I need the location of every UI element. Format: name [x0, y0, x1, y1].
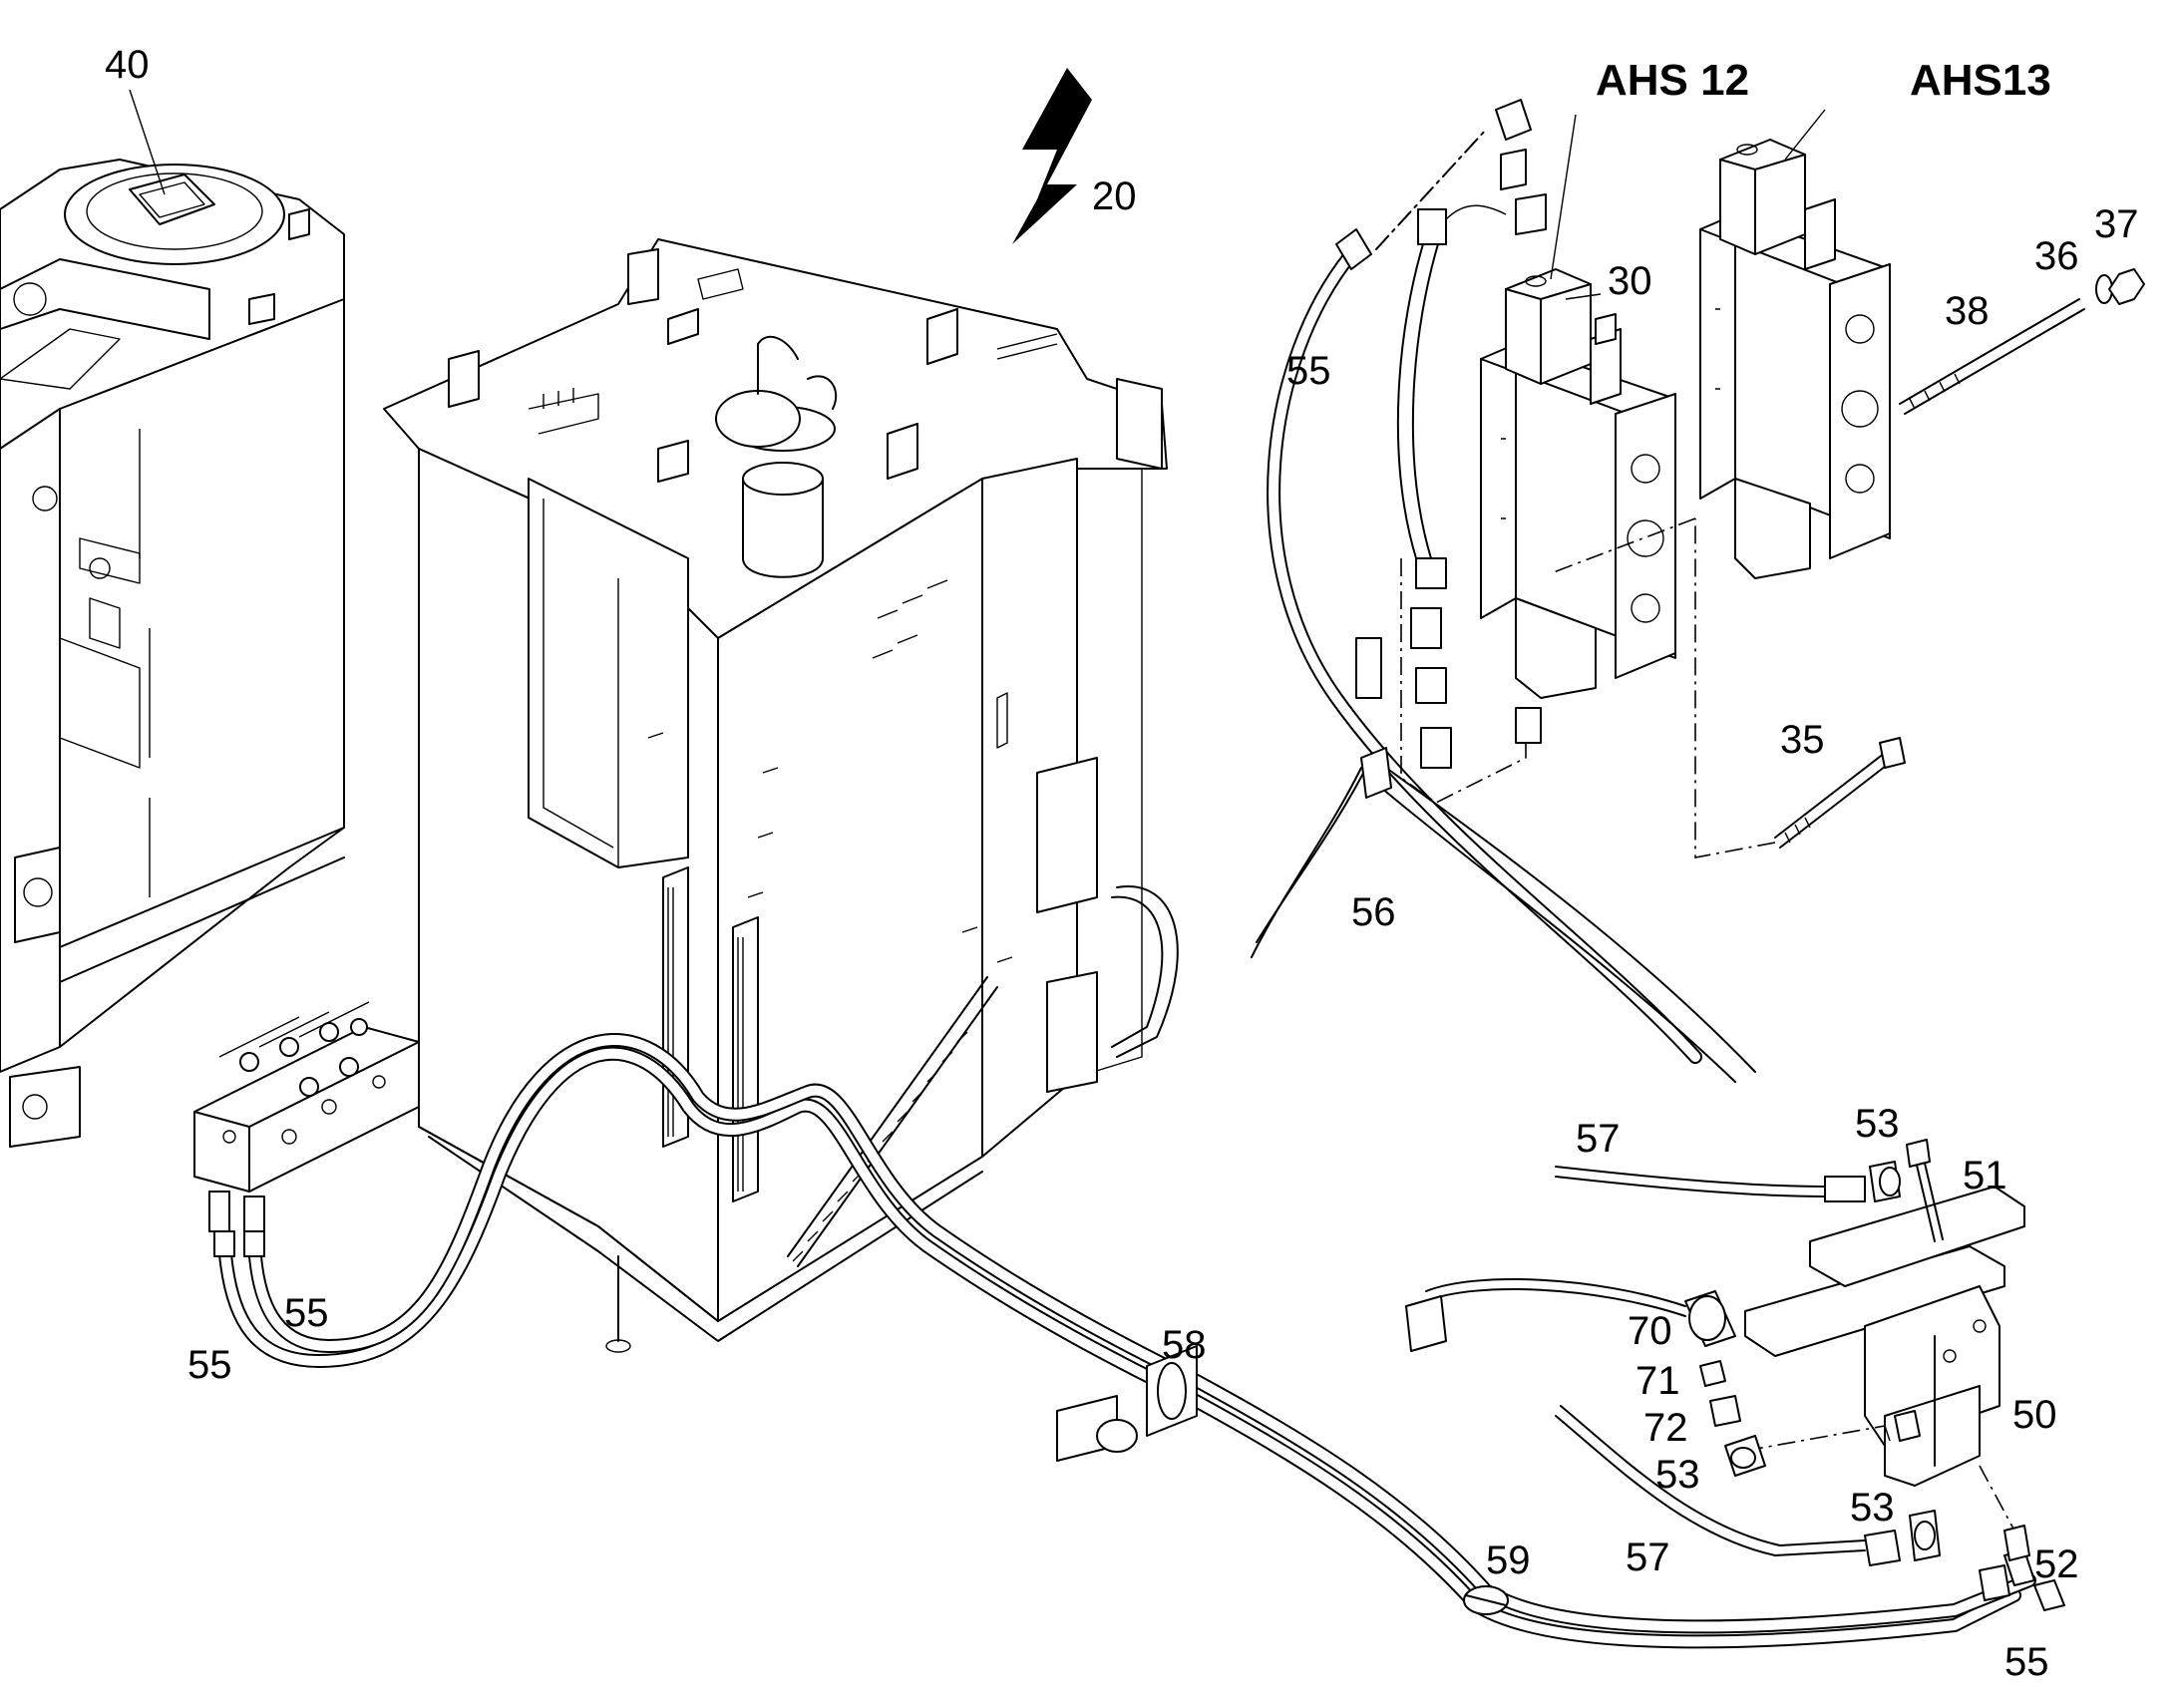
left-hydraulic-tank — [0, 159, 345, 1148]
hose-56 — [1251, 747, 1756, 1083]
screw-51 — [1906, 1139, 1944, 1242]
nut-37 — [2108, 268, 2145, 305]
pressure-switch-70 — [1405, 1278, 1736, 1352]
callout-59: 59 — [1486, 1538, 1531, 1582]
callout-55-right: 55 — [2004, 1640, 2049, 1684]
callout-35: 35 — [1780, 718, 1825, 762]
callout-50: 50 — [2012, 1393, 2057, 1437]
lightning-bolt-icon — [1012, 68, 1092, 244]
callout-56: 56 — [1351, 890, 1396, 934]
fitting-71 — [1699, 1360, 1726, 1387]
callout-71: 71 — [1635, 1359, 1680, 1403]
hose-57-upper — [1555, 1166, 1866, 1202]
central-hydraulic-tank — [383, 238, 1179, 1353]
callout-53-top: 53 — [1855, 1102, 1900, 1146]
elbow-53-bottom — [1909, 1510, 1941, 1561]
callout-57-upper: 57 — [1576, 1117, 1621, 1161]
hose-clamp-59 — [1463, 1585, 1509, 1615]
callout-57-lower: 57 — [1626, 1536, 1670, 1579]
hose-clamp-58 — [1056, 1345, 1198, 1462]
callout-36: 36 — [2034, 234, 2079, 278]
callout-37: 37 — [2094, 202, 2139, 246]
callout-72: 72 — [1643, 1406, 1688, 1450]
callout-52: 52 — [2034, 1542, 2079, 1586]
valve-ahs-13 — [1699, 139, 1891, 579]
callout-ahs-12: AHS 12 — [1596, 56, 1749, 105]
fitting-72 — [1709, 1395, 1741, 1427]
fitting-52 — [1979, 1525, 2030, 1601]
pedal-valve-50 — [1744, 1186, 2025, 1532]
fitting-stack — [1355, 99, 1547, 804]
stud-38 — [1899, 298, 2085, 415]
callout-58: 58 — [1162, 1323, 1207, 1367]
callout-38: 38 — [1945, 289, 1990, 333]
callout-20: 20 — [1092, 174, 1137, 218]
callout-ahs-13: AHS13 — [1910, 56, 2051, 105]
callout-55-left-lower: 55 — [187, 1343, 232, 1387]
callout-55-left-upper: 55 — [284, 1291, 329, 1335]
bolt-35 — [1694, 518, 1906, 858]
elbow-53-top — [1869, 1161, 1901, 1202]
callout-labels: 40 20 AHS 12 AHS13 30 37 36 38 55 35 56 … — [105, 43, 2139, 1684]
callout-30: 30 — [1608, 259, 1652, 303]
control-valve-block — [193, 1001, 420, 1232]
hose-57-lower — [1555, 1405, 1901, 1566]
callout-70: 70 — [1628, 1309, 1672, 1353]
valve-ahs-12 — [1480, 268, 1696, 699]
leader-lines — [129, 89, 1826, 300]
elbow-53-mid — [1724, 1435, 1766, 1477]
callout-51: 51 — [1963, 1154, 2007, 1197]
callout-53-mid: 53 — [1655, 1453, 1700, 1497]
callout-55-upper: 55 — [1286, 349, 1331, 393]
callout-40: 40 — [105, 43, 150, 87]
callout-53-bottom: 53 — [1850, 1486, 1895, 1530]
